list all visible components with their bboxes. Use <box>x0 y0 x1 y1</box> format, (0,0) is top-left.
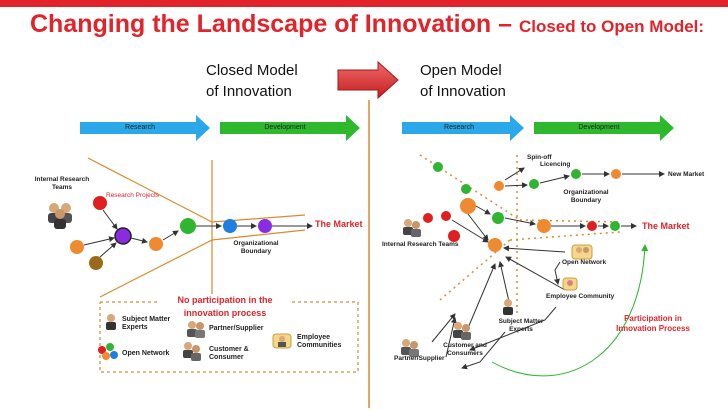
legend-sme-line1: Subject Matter <box>122 316 171 323</box>
open-sme-line1: Subject Matter <box>498 318 544 325</box>
legend-employee: Employee Communities <box>297 334 341 350</box>
no-participation-label: No participation in the innovation proce… <box>160 294 290 320</box>
closed-the-market: The Market <box>315 219 363 229</box>
page-title: Changing the Landscape of Innovation – C… <box>30 10 704 39</box>
closed-org-boundary: Organizational Boundary <box>226 240 286 256</box>
legend-customer: Customer & Consumer <box>209 346 249 362</box>
closed-development-label: Development <box>264 124 306 131</box>
open-sme-line2: Experts <box>509 326 533 333</box>
open-customer-line1: Customer and <box>443 342 487 349</box>
legend-customer-line2: Consumer <box>209 354 244 361</box>
open-partner-label: Partner/Supplier <box>394 355 445 362</box>
open-network-icon <box>571 244 593 260</box>
legend-employee-line2: Communities <box>297 342 342 349</box>
legend-partner-icon <box>187 321 205 338</box>
closed-org-boundary-line1: Organizational <box>233 240 279 247</box>
customer-icon <box>453 322 471 340</box>
open-customer-label: Customer and Consumers <box>440 342 490 358</box>
open-development-arrow <box>534 115 674 141</box>
legend-sme: Subject Matter Experts <box>122 316 170 332</box>
legend-customer-icon <box>183 342 201 361</box>
open-heading-line1: Open Model <box>420 62 502 79</box>
open-development-label: Development <box>578 124 620 131</box>
new-market-label: New Market <box>668 171 705 178</box>
closed-internal-teams-line2: Teams <box>51 184 73 191</box>
title-main-text: Changing the Landscape of Innovation – <box>30 10 512 38</box>
legend-sme-icon <box>106 314 116 330</box>
open-team-icon <box>403 219 421 237</box>
open-org-boundary: Organizational Boundary <box>556 189 616 205</box>
title-bar <box>0 0 728 55</box>
open-research-arrow <box>402 115 524 141</box>
licencing-label: Licencing <box>540 161 571 168</box>
closed-heading-line1: Closed Model <box>206 62 298 79</box>
legend-open-network: Open Network <box>122 350 170 357</box>
legend-open-network-icon <box>98 343 118 360</box>
closed-internal-teams-label: Internal Research Teams <box>30 176 94 192</box>
legend-customer-line1: Customer & <box>209 346 249 353</box>
open-the-market: The Market <box>642 221 690 231</box>
partner-icon <box>401 339 419 357</box>
employee-community-label: Employee Community <box>546 293 615 300</box>
spin-off-label: Spin-off <box>527 154 552 161</box>
no-participation-line2: innovation process <box>183 308 267 318</box>
open-org-boundary-line1: Organizational <box>563 189 609 196</box>
title-sub-text: Closed to Open Model: <box>518 17 705 36</box>
closed-development-arrow <box>220 115 360 141</box>
legend-partner: Partner/Supplier <box>209 325 264 332</box>
open-model-heading: Open Model of Innovation <box>420 60 506 102</box>
open-sme-label: Subject Matter Experts <box>496 318 546 334</box>
participation-line2: Innovation Process <box>616 324 690 333</box>
closed-internal-teams-line1: Internal Research <box>34 176 90 183</box>
sme-icon <box>503 299 513 315</box>
closed-research-arrow <box>80 115 210 141</box>
open-customer-line2: Consumers <box>447 350 483 357</box>
transition-arrow <box>337 60 399 100</box>
legend-employee-line1: Employee <box>297 334 331 341</box>
open-network-label: Open Network <box>562 259 607 266</box>
closed-research-label: Research <box>125 124 155 131</box>
open-research-label: Research <box>444 124 474 131</box>
employee-community-icon <box>562 277 578 291</box>
no-participation-line1: No participation in the <box>177 295 273 305</box>
closed-team-icon <box>48 203 72 229</box>
closed-research-projects: Research Projects <box>106 192 160 199</box>
participation-curve <box>491 244 649 377</box>
open-internal-teams-label: Internal Research Teams <box>382 241 459 248</box>
closed-heading-line2: of Innovation <box>206 83 292 100</box>
legend-sme-line2: Experts <box>122 324 148 331</box>
open-heading-line2: of Innovation <box>420 83 506 100</box>
legend-employee-icon <box>272 333 292 349</box>
open-org-boundary-line2: Boundary <box>570 197 602 204</box>
closed-model-heading: Closed Model of Innovation <box>206 60 298 102</box>
closed-org-boundary-line2: Boundary <box>240 248 272 255</box>
participation-line1: Participation in <box>624 314 682 323</box>
participation-label: Participation in Innovation Process <box>606 314 700 334</box>
